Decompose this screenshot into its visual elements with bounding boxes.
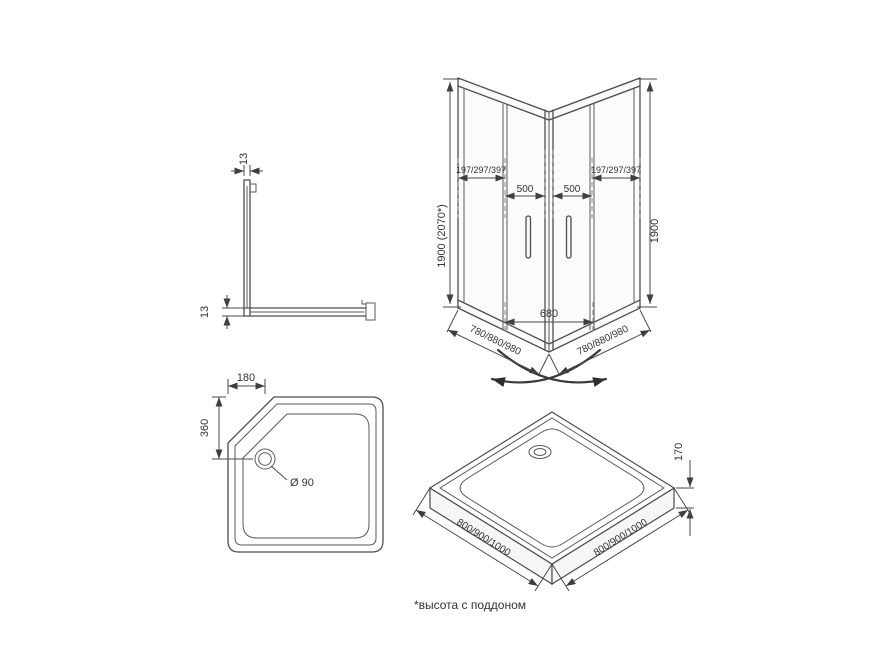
- right-door-handle: [565, 215, 572, 259]
- dim-door-left-label: 500: [517, 184, 534, 195]
- wall-profile-view: 13 13: [199, 153, 376, 329]
- drain-leader-line: [270, 465, 288, 481]
- profile-thickness-side-label: 13: [199, 306, 211, 318]
- drain-3d-outer: [528, 445, 552, 459]
- left-door-edge: [502, 104, 508, 330]
- tray-3d-view: 170 800/900/1000 800/900/1000: [412, 411, 694, 592]
- tray-basin-outline: [242, 413, 370, 539]
- dim-door-right-label: 500: [564, 184, 581, 195]
- dim-left-top-label: 197/297/397: [456, 165, 506, 175]
- profile-outline: [243, 179, 376, 321]
- dim-tray-height-label: 170: [673, 443, 685, 461]
- dim-drain-x-label: 180: [237, 372, 255, 384]
- dim-height-right-label: 1900: [649, 219, 661, 243]
- left-door-handle: [525, 215, 532, 259]
- enclosure-3d-view: 197/297/397 500 500 197/297/397 1900 (20…: [436, 77, 661, 387]
- dim-drain-y-label: 360: [199, 419, 211, 437]
- corner-post: [544, 109, 554, 350]
- tray-basin: [459, 428, 645, 548]
- dim-height-left-label: 1900 (2070*): [436, 204, 448, 268]
- tray-top-dimensions: 180 360: [199, 372, 266, 460]
- profile-dimensions: 13 13: [199, 153, 263, 329]
- right-door-edge: [589, 104, 595, 330]
- tray-rim-outline: [234, 403, 377, 546]
- drain-outer-circle: [254, 448, 276, 470]
- drain-diameter-label: Ø 90: [290, 477, 314, 489]
- dim-entry-label: 680: [540, 308, 558, 320]
- footnote: *высота с поддоном: [414, 598, 526, 612]
- profile-thickness-top-label: 13: [238, 153, 250, 165]
- tray-rim-inner: [439, 417, 665, 559]
- profile-end-cap: [365, 302, 376, 321]
- tray-top-view: Ø 90 180 360: [199, 372, 384, 553]
- tray-outer-outline: [227, 396, 384, 553]
- dim-right-top-label: 197/297/397: [591, 165, 641, 175]
- drain-inner-circle: [258, 452, 272, 466]
- drain-3d-inner: [533, 448, 547, 456]
